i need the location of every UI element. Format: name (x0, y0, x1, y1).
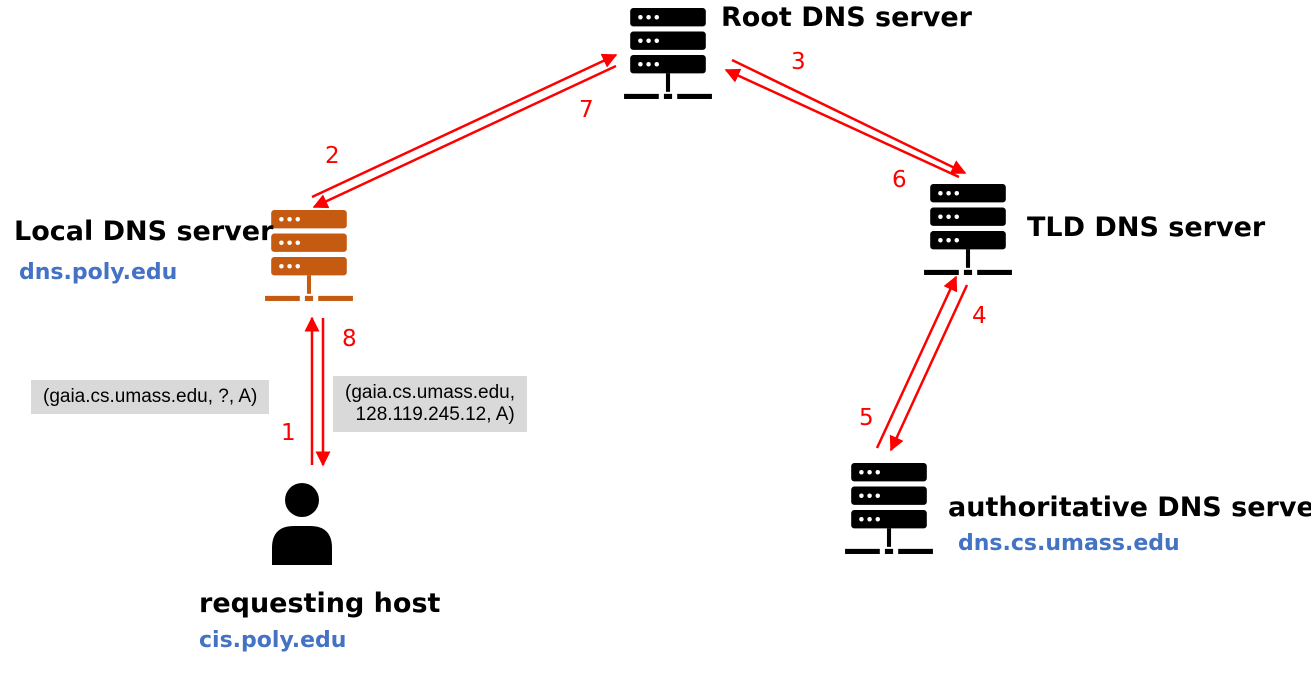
arrow-step-2 (311, 53, 618, 199)
step-number-1: 1 (281, 420, 296, 446)
step-number-6: 6 (892, 167, 907, 193)
step-number-4: 4 (972, 303, 987, 329)
tld-dns-server-label: TLD DNS server (1027, 212, 1266, 243)
step-number-3: 3 (791, 49, 806, 75)
reply-message-box: (gaia.cs.umass.edu, 128.119.245.12, A) (333, 376, 528, 432)
arrow-step-4 (889, 284, 969, 452)
root-dns-server-label: Root DNS server (721, 2, 972, 33)
requesting-host-label: requesting host (199, 588, 441, 619)
query-message-box: (gaia.cs.umass.edu, ?, A) (31, 380, 270, 414)
arrow-step-5 (875, 275, 958, 449)
person-icon (272, 483, 332, 565)
step-number-8: 8 (342, 326, 357, 352)
arrow-step-3 (731, 58, 967, 175)
step-number-2: 2 (325, 143, 340, 169)
step-number-7: 7 (579, 97, 594, 123)
step-number-5: 5 (859, 405, 874, 431)
authoritative-dns-server-host: dns.cs.umass.edu (958, 531, 1180, 556)
local-dns-server-host: dns.poly.edu (19, 260, 178, 285)
local-dns-server-label: Local DNS server (14, 216, 274, 247)
arrow-step-6 (724, 68, 960, 179)
server-icon (624, 8, 712, 99)
requesting-host-address: cis.poly.edu (199, 628, 347, 653)
server-icon (845, 463, 933, 554)
arrow-step-7 (312, 64, 617, 209)
authoritative-dns-server-label: authoritative DNS server (948, 492, 1311, 523)
server-icon (265, 210, 353, 301)
server-icon (924, 184, 1012, 275)
